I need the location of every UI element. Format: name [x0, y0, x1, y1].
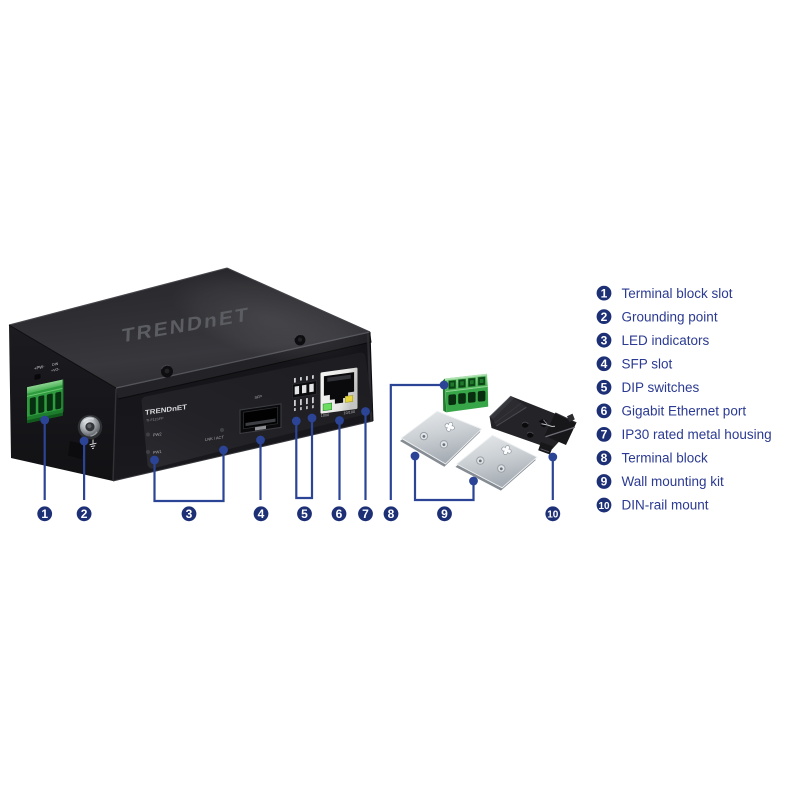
svg-text:+PW-: +PW-: [34, 364, 45, 371]
svg-text:PW1: PW1: [153, 449, 162, 455]
svg-text:10: 10: [547, 510, 559, 521]
svg-text:1: 1: [601, 286, 608, 300]
svg-text:LED indicators: LED indicators: [622, 333, 710, 348]
svg-text:4: 4: [258, 507, 265, 521]
svg-text:9: 9: [601, 475, 608, 489]
svg-text:DIN-rail mount: DIN-rail mount: [622, 498, 709, 513]
svg-text:6: 6: [601, 404, 608, 418]
svg-text:PW2: PW2: [153, 431, 162, 437]
svg-text:Gigabit Ethernet port: Gigabit Ethernet port: [622, 404, 747, 419]
svg-text:6: 6: [336, 507, 343, 521]
svg-text:2: 2: [81, 507, 88, 521]
svg-text:SFP: SFP: [255, 395, 263, 400]
svg-text:Terminal block slot: Terminal block slot: [622, 286, 733, 301]
svg-text:Wall mounting kit: Wall mounting kit: [622, 474, 725, 489]
svg-text:5: 5: [601, 381, 608, 395]
svg-text:TI-F11SFP: TI-F11SFP: [146, 416, 164, 423]
svg-text:8: 8: [601, 451, 608, 465]
svg-text:7: 7: [601, 428, 608, 442]
svg-text:3: 3: [601, 333, 608, 347]
svg-text:2: 2: [601, 310, 608, 324]
svg-text:10/100: 10/100: [344, 410, 356, 416]
svg-text:+VO-: +VO-: [51, 367, 60, 373]
svg-text:DIN: DIN: [52, 362, 59, 367]
svg-text:8: 8: [388, 507, 395, 521]
svg-text:Terminal block: Terminal block: [622, 451, 709, 466]
svg-text:Grounding point: Grounding point: [622, 309, 718, 324]
svg-text:5: 5: [301, 507, 308, 521]
svg-text:7: 7: [362, 507, 369, 521]
svg-text:IP30 rated metal housing: IP30 rated metal housing: [622, 427, 772, 442]
svg-text:3: 3: [186, 507, 193, 521]
svg-text:1000: 1000: [321, 413, 329, 418]
svg-text:DIP switches: DIP switches: [622, 380, 700, 395]
svg-text:10: 10: [598, 501, 610, 512]
svg-text:9: 9: [441, 507, 448, 521]
svg-text:1: 1: [41, 507, 48, 521]
svg-text:SFP slot: SFP slot: [622, 356, 673, 371]
svg-text:LNK / ACT: LNK / ACT: [205, 434, 224, 442]
svg-text:4: 4: [601, 357, 608, 371]
